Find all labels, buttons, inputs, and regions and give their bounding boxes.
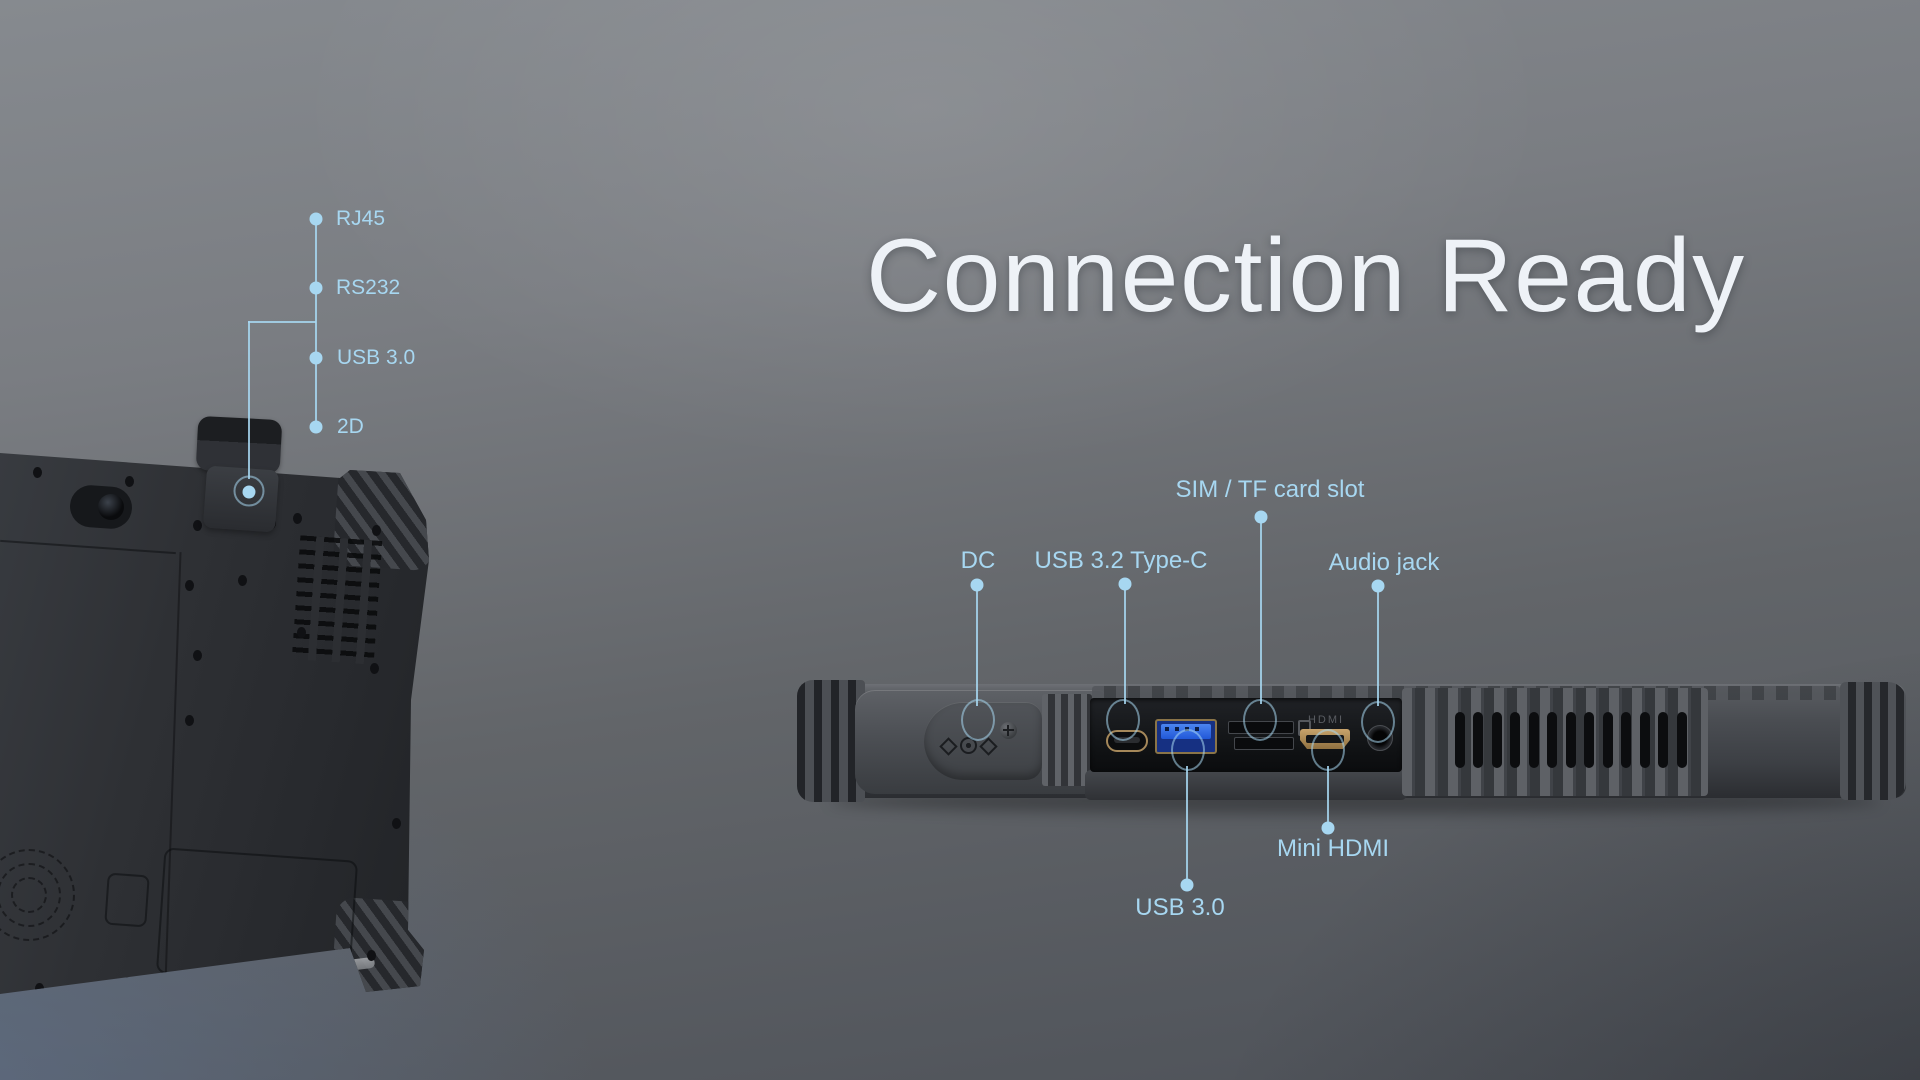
callout-line bbox=[248, 321, 316, 323]
label-audio-jack: Audio jack bbox=[1328, 549, 1440, 576]
vent-slot bbox=[1658, 712, 1668, 768]
callout-line bbox=[1327, 766, 1329, 822]
vent-slot bbox=[1529, 712, 1539, 768]
expansion-door-outline bbox=[104, 872, 150, 928]
callout-ring-usb3 bbox=[1171, 729, 1205, 771]
screw bbox=[125, 476, 134, 487]
label-usb3-left: USB 3.0 bbox=[337, 346, 416, 369]
callout-dot bbox=[309, 351, 323, 365]
callout-dot bbox=[1118, 577, 1132, 591]
callout-ring-minihdmi bbox=[1311, 729, 1345, 771]
screw bbox=[392, 818, 401, 829]
callout-line bbox=[315, 219, 317, 427]
camera-lens bbox=[98, 494, 124, 520]
vent-slot bbox=[1566, 712, 1576, 768]
callout-line bbox=[976, 591, 978, 706]
callout-dot bbox=[1371, 579, 1385, 593]
screw bbox=[238, 575, 247, 586]
side-bumper-right bbox=[1840, 682, 1906, 800]
label-sim-tf: SIM / TF card slot bbox=[1175, 476, 1365, 503]
nfc-antenna-marking bbox=[0, 849, 75, 941]
dc-polarity-icon bbox=[939, 737, 958, 756]
vent-slot bbox=[1473, 712, 1483, 768]
nfc-antenna-marking bbox=[0, 863, 61, 927]
callout-line bbox=[1186, 766, 1188, 879]
hdmi-port-print: HDMI bbox=[1307, 714, 1345, 726]
screw bbox=[35, 983, 44, 994]
label-rj45: RJ45 bbox=[336, 207, 386, 230]
screw bbox=[287, 962, 296, 973]
vent-slot bbox=[1603, 712, 1613, 768]
callout-line bbox=[1124, 590, 1126, 704]
vent-slot bbox=[1584, 712, 1594, 768]
callout-ring-dc bbox=[961, 699, 995, 741]
screw bbox=[193, 520, 202, 531]
label-2d: 2D bbox=[337, 415, 364, 438]
screw bbox=[372, 525, 381, 536]
label-dc: DC bbox=[960, 547, 996, 574]
barcode-scanner-cap bbox=[195, 415, 283, 475]
callout-ring-scanner bbox=[233, 475, 265, 507]
callout-dot bbox=[1321, 821, 1335, 835]
battery-door-outline bbox=[155, 847, 359, 987]
screw bbox=[185, 580, 194, 591]
rubber-ribs bbox=[1042, 694, 1092, 786]
callout-ring-audio bbox=[1361, 701, 1395, 743]
label-usb3-bottom: USB 3.0 bbox=[1135, 894, 1225, 921]
page-title: Connection Ready bbox=[866, 218, 1746, 334]
callout-ring-sim bbox=[1243, 699, 1277, 741]
label-usb32-typec: USB 3.2 Type-C bbox=[1034, 547, 1208, 574]
vent-slot bbox=[1640, 712, 1650, 768]
vent-slot bbox=[1510, 712, 1520, 768]
vent-slot bbox=[1621, 712, 1631, 768]
callout-ring-usbc bbox=[1106, 699, 1140, 741]
vent-slot bbox=[1547, 712, 1557, 768]
label-mini-hdmi: Mini HDMI bbox=[1277, 835, 1389, 862]
nfc-antenna-marking bbox=[11, 877, 47, 913]
callout-dot bbox=[1254, 510, 1268, 524]
callout-dot bbox=[242, 485, 256, 499]
screw bbox=[123, 977, 132, 988]
port-bay-lower-lip bbox=[1085, 770, 1407, 800]
label-rs232: RS232 bbox=[336, 276, 401, 299]
panel-seam bbox=[0, 539, 176, 555]
tablet-back-view bbox=[0, 453, 429, 994]
screw bbox=[367, 950, 376, 961]
screw bbox=[33, 467, 42, 478]
screw bbox=[297, 627, 306, 638]
screw bbox=[293, 513, 302, 524]
vent-slot bbox=[1677, 712, 1687, 768]
vent-slot bbox=[1492, 712, 1502, 768]
callout-dot bbox=[970, 578, 984, 592]
screw bbox=[370, 663, 379, 674]
callout-line bbox=[1377, 592, 1379, 706]
callout-dot bbox=[309, 420, 323, 434]
callout-dot bbox=[309, 212, 323, 226]
callout-line bbox=[248, 321, 250, 479]
callout-dot bbox=[309, 281, 323, 295]
side-bumper-left bbox=[797, 680, 865, 802]
vent-slot bbox=[1455, 712, 1465, 768]
callout-dot bbox=[1180, 878, 1194, 892]
callout-line bbox=[1260, 523, 1262, 704]
vent-grille-side bbox=[1402, 688, 1708, 796]
screw-icon bbox=[1000, 722, 1017, 739]
screw bbox=[208, 970, 217, 981]
vent-grille-back bbox=[291, 535, 383, 665]
screw bbox=[193, 650, 202, 661]
screw bbox=[185, 715, 194, 726]
